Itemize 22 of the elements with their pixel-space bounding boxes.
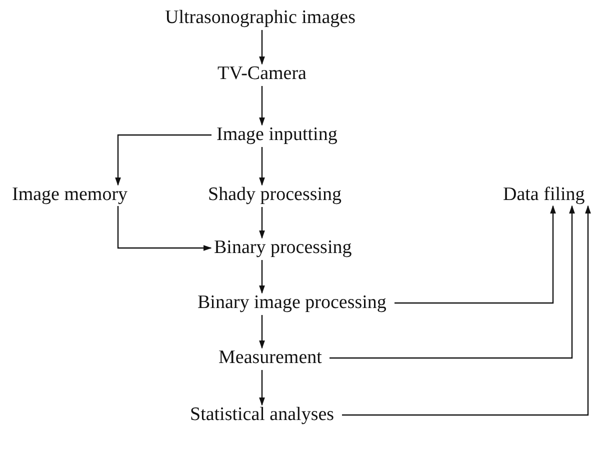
arrow — [115, 134, 212, 186]
arrow — [259, 147, 265, 186]
arrow — [342, 205, 591, 416]
node-label: Measurement — [218, 347, 322, 369]
arrow — [117, 206, 212, 251]
node-label: Image inputting — [216, 124, 338, 146]
arrow — [259, 315, 265, 349]
node-label: Ultrasonographic images — [165, 7, 356, 29]
arrow — [259, 260, 265, 294]
arrow — [394, 205, 556, 304]
node-label: Binary image processing — [198, 292, 386, 314]
arrow — [259, 207, 265, 239]
node-label: Data filing — [503, 184, 585, 206]
arrow — [259, 30, 265, 65]
node-label: Shady processing — [208, 184, 342, 206]
node-label: Image memory — [12, 184, 128, 206]
node-label: Binary processing — [214, 237, 352, 259]
arrow — [259, 370, 265, 406]
arrow — [259, 86, 265, 126]
node-label: TV-Camera — [218, 63, 306, 85]
arrow — [330, 205, 575, 359]
node-label: Statistical analyses — [190, 404, 334, 426]
